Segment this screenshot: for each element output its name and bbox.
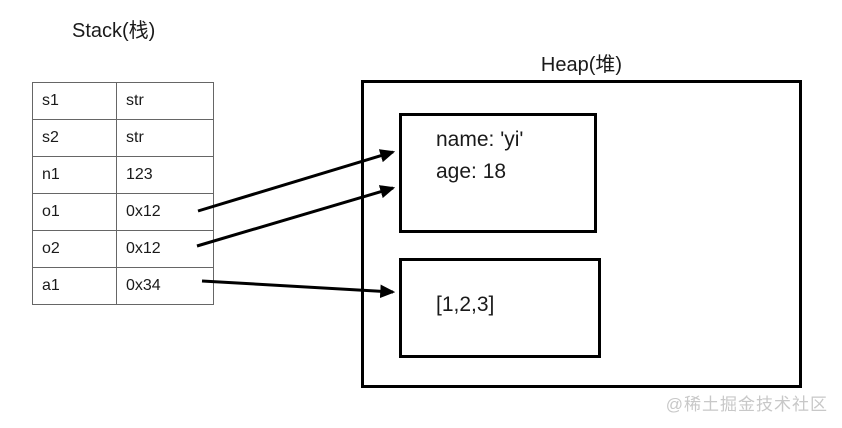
table-row: s1 str — [33, 83, 214, 120]
watermark: @稀土掘金技术社区 — [665, 395, 828, 414]
var-value: 123 — [117, 157, 214, 194]
table-row: o2 0x12 — [33, 231, 214, 268]
table-row: s2 str — [33, 120, 214, 157]
heap-object-person: name: 'yi' age: 18 — [399, 113, 597, 233]
object-field-age: age: 18 — [436, 160, 507, 183]
var-name: s1 — [33, 83, 117, 120]
var-name: n1 — [33, 157, 117, 194]
stack-title: Stack(栈) — [72, 20, 156, 42]
var-name: o2 — [33, 231, 117, 268]
var-value: 0x12 — [117, 194, 214, 231]
var-name: o1 — [33, 194, 117, 231]
heap-title: Heap(堆) — [540, 54, 623, 76]
table-row: n1 123 — [33, 157, 214, 194]
var-value: str — [117, 83, 214, 120]
object-field-name: name: 'yi' — [436, 128, 524, 151]
var-value: 0x34 — [117, 268, 214, 305]
table-row: o1 0x12 — [33, 194, 214, 231]
array-value: [1,2,3] — [436, 293, 495, 316]
heap-object-array: [1,2,3] — [399, 258, 601, 358]
var-value: str — [117, 120, 214, 157]
var-name: a1 — [33, 268, 117, 305]
stack-table: s1 str s2 str n1 123 o1 0x12 o2 0x12 a1 … — [32, 82, 214, 305]
table-row: a1 0x34 — [33, 268, 214, 305]
var-value: 0x12 — [117, 231, 214, 268]
var-name: s2 — [33, 120, 117, 157]
